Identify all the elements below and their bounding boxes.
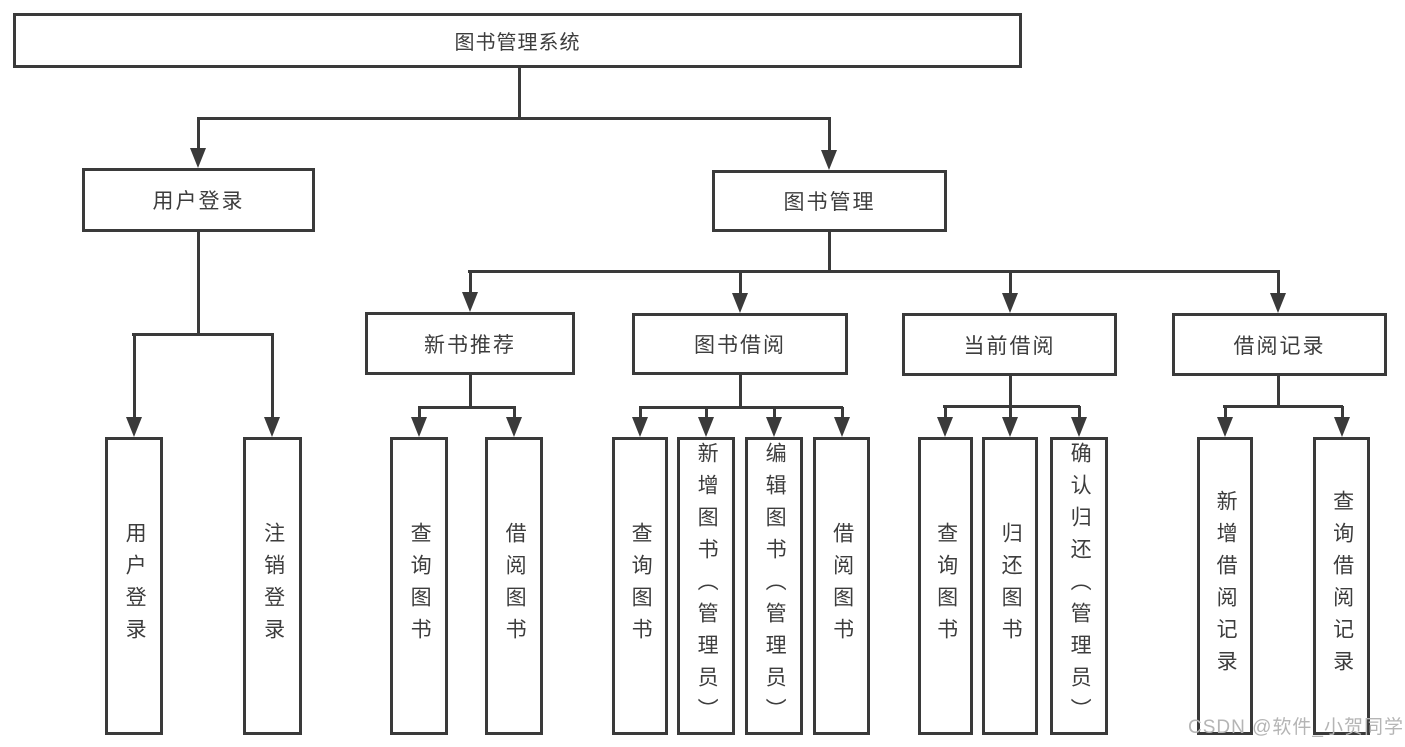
arrowhead-icon — [766, 417, 782, 437]
node-label: 确认归还（管理员） — [1068, 442, 1092, 730]
arrowhead-icon — [462, 292, 478, 312]
connector — [197, 118, 200, 150]
leaf-user-login: 用户登录 — [105, 437, 163, 735]
arrowhead-icon — [411, 417, 427, 437]
connector — [468, 270, 1280, 273]
node-label: 借阅记录 — [1233, 334, 1326, 358]
arrowhead-icon — [1334, 417, 1350, 437]
arrowhead-icon — [506, 417, 522, 437]
connector — [418, 406, 516, 409]
arrowhead-icon — [1270, 293, 1286, 313]
arrowhead-icon — [698, 417, 714, 437]
node-label: 用户登录 — [152, 190, 245, 213]
arrowhead-icon — [126, 417, 142, 437]
arrowhead-icon — [1002, 293, 1018, 313]
leaf-borrow-books-2: 借阅图书 — [813, 437, 870, 735]
arrowhead-icon — [937, 417, 953, 437]
leaf-query-books-2: 查询图书 — [612, 437, 668, 735]
node-new-book-recommend: 新书推荐 — [365, 312, 575, 375]
leaf-add-borrow-record: 新增借阅记录 — [1197, 437, 1253, 735]
arrowhead-icon — [1071, 417, 1087, 437]
connector — [639, 406, 843, 409]
connector — [739, 271, 742, 295]
connector — [828, 232, 831, 271]
node-label: 查询图书 — [408, 522, 432, 650]
connector — [1223, 405, 1343, 408]
connector — [828, 118, 831, 152]
connector — [469, 271, 472, 294]
connector — [418, 407, 421, 419]
leaf-return-books: 归还图书 — [982, 437, 1038, 735]
connector — [1224, 406, 1227, 419]
node-label: 借阅图书 — [503, 522, 527, 650]
node-label: 查询图书 — [629, 522, 653, 650]
connector — [1009, 406, 1012, 419]
node-label: 新增图书（管理员） — [695, 442, 719, 730]
arrowhead-icon — [732, 293, 748, 313]
connector — [132, 333, 274, 336]
arrowhead-icon — [632, 417, 648, 437]
leaf-edit-books-admin: 编辑图书（管理员） — [745, 437, 803, 735]
leaf-logout: 注销登录 — [243, 437, 302, 735]
connector — [1009, 376, 1012, 406]
arrowhead-icon — [821, 150, 837, 170]
node-label: 注销登录 — [261, 522, 285, 650]
node-label: 新增借阅记录 — [1214, 490, 1238, 682]
leaf-query-borrow-record: 查询借阅记录 — [1313, 437, 1370, 735]
connector — [1341, 406, 1344, 419]
connector — [1009, 271, 1012, 295]
node-library-management-system: 图书管理系统 — [13, 13, 1022, 68]
connector — [133, 334, 136, 418]
node-label: 当前借阅 — [963, 334, 1056, 358]
node-label: 编辑图书（管理员） — [763, 442, 787, 730]
connector — [513, 407, 516, 419]
node-borrow-records: 借阅记录 — [1172, 313, 1387, 376]
node-label: 查询借阅记录 — [1330, 490, 1354, 682]
node-label: 图书借阅 — [694, 334, 786, 357]
leaf-borrow-books-1: 借阅图书 — [485, 437, 543, 735]
csdn-watermark: CSDN @软件_小贺同学 — [1188, 717, 1404, 738]
leaf-add-books-admin: 新增图书（管理员） — [677, 437, 735, 735]
node-label: 图书管理系统 — [454, 32, 581, 54]
connector — [705, 407, 708, 419]
connector — [469, 375, 472, 407]
connector — [271, 334, 274, 418]
node-book-borrow: 图书借阅 — [632, 313, 848, 375]
node-label: 新书推荐 — [424, 333, 516, 357]
connector — [1277, 376, 1280, 406]
leaf-query-books-3: 查询图书 — [918, 437, 973, 735]
connector — [1277, 271, 1280, 295]
arrowhead-icon — [834, 417, 850, 437]
connector — [1078, 406, 1081, 419]
node-label: 查询图书 — [934, 522, 958, 650]
node-label: 归还图书 — [999, 522, 1023, 650]
connector — [944, 406, 947, 419]
node-current-borrow: 当前借阅 — [902, 313, 1117, 376]
leaf-query-books-1: 查询图书 — [390, 437, 448, 735]
connector — [773, 407, 776, 419]
node-label: 用户登录 — [123, 522, 147, 650]
connector — [739, 375, 742, 407]
arrowhead-icon — [264, 417, 280, 437]
node-user-login-group: 用户登录 — [82, 168, 315, 232]
arrowhead-icon — [190, 148, 206, 168]
connector — [639, 407, 642, 419]
connector — [197, 117, 831, 120]
node-label: 图书管理 — [783, 191, 876, 214]
connector — [518, 68, 521, 118]
arrowhead-icon — [1002, 417, 1018, 437]
node-label: 借阅图书 — [830, 522, 854, 650]
connector — [841, 407, 844, 419]
leaf-confirm-return-admin: 确认归还（管理员） — [1050, 437, 1108, 735]
node-book-management: 图书管理 — [712, 170, 947, 232]
arrowhead-icon — [1217, 417, 1233, 437]
connector — [197, 232, 200, 334]
